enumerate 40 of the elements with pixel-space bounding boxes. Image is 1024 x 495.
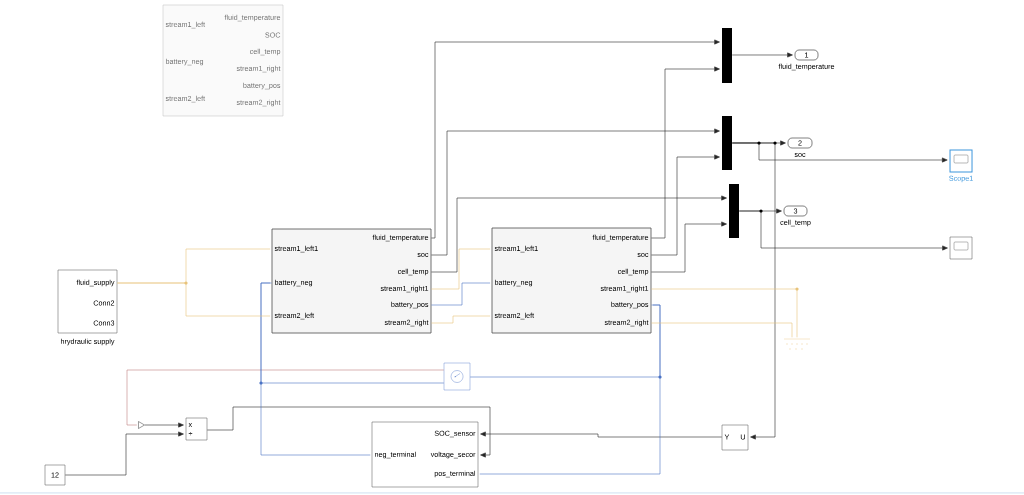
connection-line (479, 304, 661, 475)
connection-line (260, 282, 445, 384)
subsystem-block (371, 421, 479, 488)
arrow (480, 431, 723, 438)
arrow (431, 128, 720, 256)
converter-block (138, 421, 145, 429)
scope-block (949, 149, 973, 173)
connection-line (116, 282, 271, 317)
block (721, 424, 749, 451)
mux-bar (722, 116, 732, 170)
divide-block (185, 417, 208, 441)
constant-block (44, 464, 66, 486)
arrow (651, 66, 720, 239)
arrow (431, 39, 720, 239)
reference-symbol (783, 338, 811, 350)
connection-line (126, 369, 445, 426)
connection-line (469, 304, 661, 378)
subsystem-block (271, 228, 432, 334)
arrow (206, 406, 491, 458)
connection-line (651, 288, 798, 338)
mux-bar (722, 28, 732, 83)
arrow (651, 154, 720, 256)
scope-block (949, 236, 973, 260)
mux-bar (729, 184, 739, 238)
arrow (651, 221, 727, 273)
subsystem-block (57, 269, 118, 334)
connection-line (431, 248, 491, 290)
arrow (64, 431, 184, 476)
arrow (431, 195, 727, 273)
connection-line (260, 282, 371, 456)
connection-line (431, 315, 491, 324)
subsystem-block (491, 227, 652, 334)
voltage-sensor-block (443, 362, 471, 391)
subsystem-block (162, 4, 284, 117)
arrow (731, 52, 793, 58)
arrow (738, 210, 948, 251)
connection-line (431, 282, 491, 306)
connection-line (651, 322, 793, 338)
arrow (731, 142, 776, 440)
arrow (144, 422, 184, 428)
